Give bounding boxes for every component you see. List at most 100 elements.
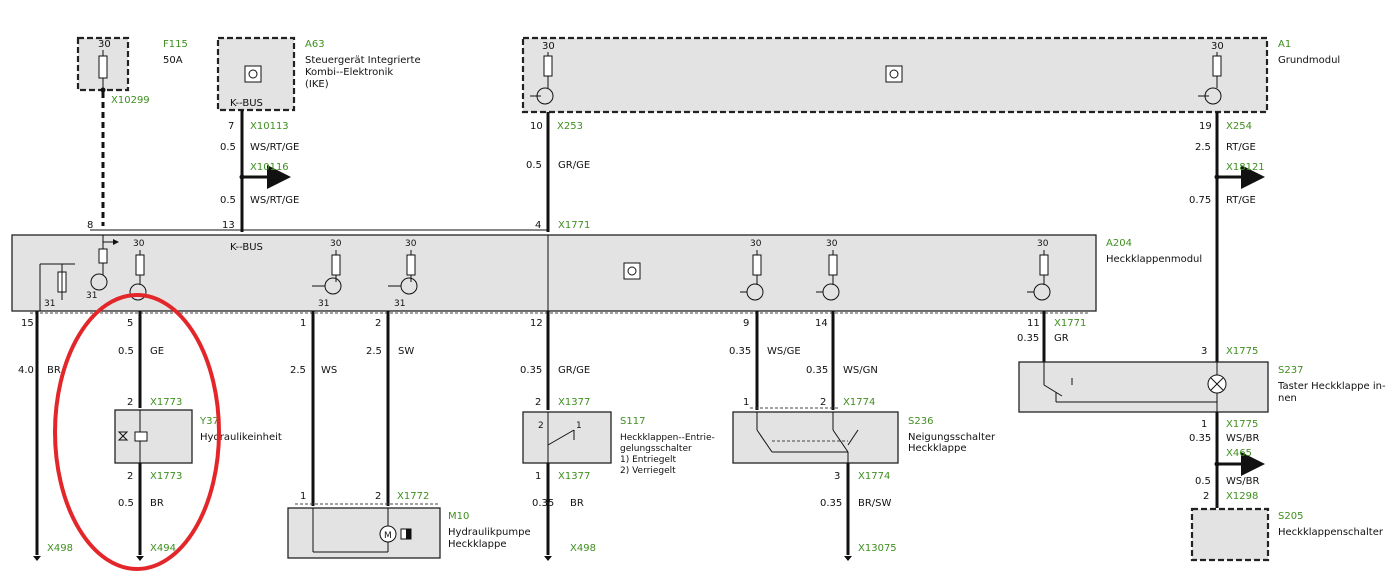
svg-text:X1775: X1775 [1226, 346, 1258, 357]
svg-text:X1774: X1774 [858, 471, 890, 482]
svg-text:Taster Heckklappe in-: Taster Heckklappe in- [1277, 381, 1386, 392]
svg-text:Y37: Y37 [199, 416, 219, 427]
svg-text:30: 30 [750, 239, 762, 249]
svg-text:X13075: X13075 [858, 543, 897, 554]
svg-text:WS: WS [321, 365, 337, 376]
svg-text:S237: S237 [1278, 365, 1303, 376]
svg-text:0.35: 0.35 [532, 498, 554, 509]
svg-text:X10116: X10116 [250, 162, 289, 173]
svg-text:2: 2 [538, 421, 544, 431]
svg-text:2: 2 [820, 397, 826, 408]
svg-text:2: 2 [127, 397, 133, 408]
svg-text:5: 5 [127, 318, 133, 329]
svg-text:30: 30 [405, 239, 417, 249]
svg-text:0.5: 0.5 [526, 160, 542, 171]
svg-text:X1377: X1377 [558, 397, 590, 408]
svg-text:2: 2 [127, 471, 133, 482]
svg-text:M: M [384, 531, 392, 541]
svg-text:X18121: X18121 [1226, 162, 1265, 173]
svg-text:1: 1 [1201, 419, 1207, 430]
svg-text:10: 10 [530, 121, 543, 132]
svg-text:X1377: X1377 [558, 471, 590, 482]
a63-conn: X10113 [250, 121, 289, 132]
svg-text:15: 15 [21, 318, 34, 329]
fuse-f115: 30 F115 50A X10299 [76, 36, 188, 106]
svg-text:A204: A204 [1106, 238, 1132, 249]
svg-text:1) Entriegelt: 1) Entriegelt [620, 455, 677, 465]
svg-text:2) Verriegelt: 2) Verriegelt [620, 466, 676, 476]
svg-text:31: 31 [318, 299, 329, 309]
svg-text:S117: S117 [620, 416, 645, 427]
valve-y37: 2 X1773 Y37 Hydraulikeinheit 2 X1773 [114, 397, 282, 482]
svg-text:0.35: 0.35 [520, 365, 542, 376]
f115-desc: 50A [163, 55, 183, 66]
svg-text:SW: SW [398, 346, 414, 357]
svg-text:13: 13 [222, 220, 235, 231]
svg-text:WS/BR: WS/BR [1226, 476, 1259, 487]
svg-text:0.35: 0.35 [1017, 333, 1039, 344]
f115-id: F115 [163, 39, 188, 50]
svg-text:0.5: 0.5 [1195, 476, 1211, 487]
svg-text:31: 31 [44, 299, 55, 309]
svg-text:Hydraulikeinheit: Hydraulikeinheit [200, 432, 282, 443]
svg-text:19: 19 [1199, 121, 1212, 132]
svg-text:WS/RT/GE: WS/RT/GE [250, 195, 299, 206]
svg-text:M10: M10 [448, 511, 469, 522]
svg-text:S236: S236 [908, 416, 933, 427]
svg-text:0.5: 0.5 [220, 142, 236, 153]
svg-text:X498: X498 [570, 543, 596, 554]
f115-pin: 30 [98, 39, 111, 50]
svg-text:Heckklappe: Heckklappe [448, 539, 507, 550]
svg-text:30: 30 [1037, 239, 1049, 249]
svg-text:4: 4 [535, 220, 541, 231]
svg-text:30: 30 [826, 239, 838, 249]
svg-text:4.0: 4.0 [18, 365, 34, 376]
svg-text:GR: GR [1054, 333, 1069, 344]
svg-text:X465: X465 [1226, 448, 1252, 459]
svg-text:RT/GE: RT/GE [1226, 142, 1256, 153]
button-s237: 3 X1775 S237 Taster Heckklappe in- nen 1… [1018, 346, 1386, 430]
svg-text:0.5: 0.5 [118, 498, 134, 509]
svg-text:BR: BR [150, 498, 164, 509]
module-a204: 8 13 4 X1771 K--BUS A204 Heckklappenmodu… [11, 220, 1202, 329]
svg-text:30: 30 [133, 239, 145, 249]
svg-text:14: 14 [815, 318, 828, 329]
svg-text:2: 2 [535, 397, 541, 408]
svg-text:BR: BR [47, 365, 61, 376]
svg-text:X1773: X1773 [150, 471, 182, 482]
svg-text:GR/GE: GR/GE [558, 160, 590, 171]
svg-text:Heckklappenschalter: Heckklappenschalter [1278, 527, 1384, 538]
svg-text:11: 11 [1027, 318, 1040, 329]
svg-text:1: 1 [743, 397, 749, 408]
svg-text:0.5: 0.5 [118, 346, 134, 357]
svg-text:GE: GE [150, 346, 164, 357]
svg-text:nen: nen [1278, 393, 1297, 404]
svg-text:0.5: 0.5 [220, 195, 236, 206]
svg-text:0.35: 0.35 [820, 498, 842, 509]
switch-s117: 2 X1377 2 1 S117 Heckklappen--Entrie- ge… [522, 397, 715, 482]
svg-text:1: 1 [576, 421, 582, 431]
svg-text:X1771: X1771 [558, 220, 590, 231]
svg-text:8: 8 [87, 220, 93, 231]
svg-text:3: 3 [1201, 346, 1207, 357]
svg-text:30: 30 [330, 239, 342, 249]
svg-text:3: 3 [834, 471, 840, 482]
svg-text:2.5: 2.5 [1195, 142, 1211, 153]
svg-text:X1775: X1775 [1226, 419, 1258, 430]
svg-text:Grundmodul: Grundmodul [1278, 55, 1340, 66]
pump-m10: 1 2 X1772 M M10 Hydraulikpumpe Heckklapp… [287, 491, 531, 559]
svg-text:WS/BR: WS/BR [1226, 433, 1259, 444]
svg-text:2: 2 [1203, 491, 1209, 502]
svg-text:gelungsschalter: gelungsschalter [620, 444, 692, 454]
svg-text:X254: X254 [1226, 121, 1252, 132]
svg-text:WS/RT/GE: WS/RT/GE [250, 142, 299, 153]
svg-text:GR/GE: GR/GE [558, 365, 590, 376]
svg-text:X1773: X1773 [150, 397, 182, 408]
svg-text:X1772: X1772 [397, 491, 429, 502]
svg-text:0.35: 0.35 [1189, 433, 1211, 444]
svg-text:2.5: 2.5 [290, 365, 306, 376]
svg-text:30: 30 [542, 41, 555, 52]
svg-text:30: 30 [1211, 41, 1224, 52]
